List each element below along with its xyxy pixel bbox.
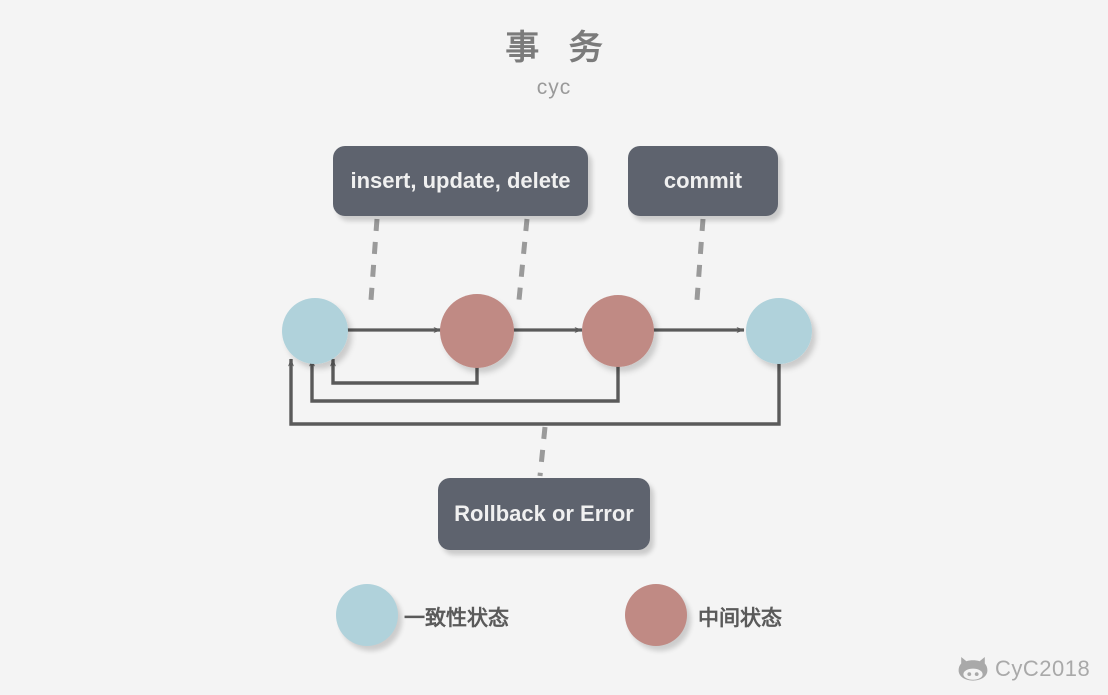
github-cat-icon	[958, 657, 988, 681]
dashed-commit	[694, 218, 706, 301]
box-insert-update-delete[interactable]: insert, update, delete	[333, 146, 588, 216]
legend-swatch-consistent-state	[336, 584, 398, 646]
watermark-text: CyC2018	[995, 656, 1091, 681]
legend-label-intermediate-state: 中间状态	[698, 607, 782, 630]
box-rollback-or-error[interactable]: Rollback or Error	[438, 478, 650, 550]
state-circle-0[interactable]	[282, 298, 348, 364]
legend-swatch-intermediate-state	[625, 584, 687, 646]
return-path-from-state2	[309, 358, 620, 403]
page-subtitle: cyc	[536, 76, 572, 99]
watermark: CyC2018	[958, 656, 1090, 682]
page-title: 事 务	[505, 29, 613, 67]
rollback-return-paths	[288, 358, 781, 426]
return-path-from-state3	[288, 358, 781, 426]
state-circles	[282, 294, 812, 368]
state-circle-2[interactable]	[582, 295, 654, 367]
box-commit[interactable]: commit	[628, 146, 778, 216]
return-path-from-state1	[330, 358, 479, 385]
legend-label-consistent-state: 一致性状态	[404, 607, 509, 630]
state-circle-1[interactable]	[440, 294, 514, 368]
dashed-insert-left	[368, 218, 380, 301]
dashed-connectors	[368, 218, 706, 477]
state-circle-3[interactable]	[746, 298, 812, 364]
dashed-rollback	[537, 426, 548, 477]
dashed-insert-right	[516, 218, 530, 301]
